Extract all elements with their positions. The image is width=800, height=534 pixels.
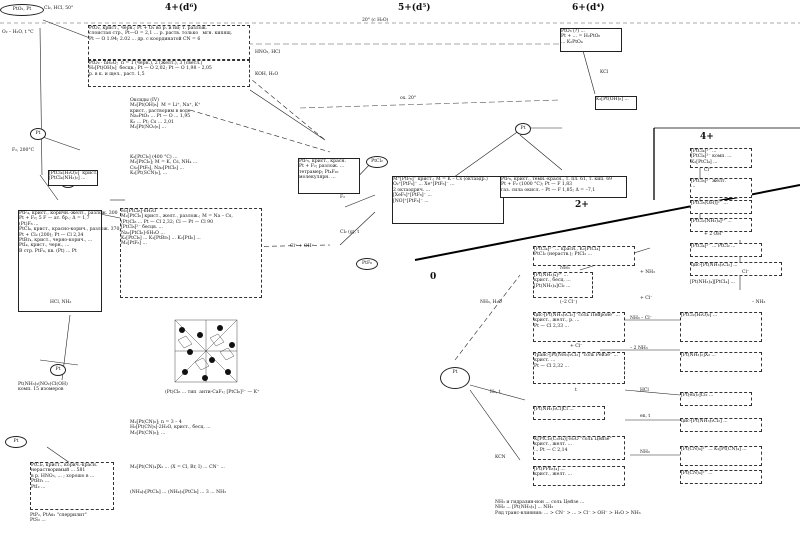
edge-label-2: O₂ – H₂O, t °C <box>2 30 34 35</box>
box-pt-nh3-2: [Pt(NH₃)₂]X₂ ... <box>680 352 762 372</box>
edge-label-13: NH₃ <box>560 266 570 271</box>
edge-label-26: NH₃, H₂O <box>480 300 502 305</box>
box-zeise: K[PtCl₃(C₂H₄)]·H₂O "соль Цейзе" крист., … <box>533 436 625 460</box>
box-k2ptoh6: K₂[Pt(OH)₆] ... <box>595 96 637 110</box>
header-ox6: 6+(d⁴) <box>572 3 605 13</box>
box-pt-nh3-cl: цис-[Pt(NH₃)₂Cl₂] ... <box>690 262 782 276</box>
bottom-left-note: Pt(NH₃)₂(NO₂)Cl(OH) комп. 15 изомеров <box>18 382 68 393</box>
box-pt-cn2: M₂[Pt(CN)₄]X₂ ... (X = Cl, Br, I) ... CN… <box>130 465 225 470</box>
edge-label-3: 20° (с H₂O) <box>362 18 389 23</box>
edge-label-28: – NH₃ <box>752 300 766 305</box>
edge-label-1: Cl₂, HCl, 50° <box>44 6 74 11</box>
box-trans: транс-[Pt(NH₃)₂Cl₂] "соль Рейзе" ... кри… <box>533 352 625 384</box>
box-pto3: PtO₃ (?) ... Pt + ... = H₂PtO₆ ... K₂PtO… <box>560 28 622 52</box>
box-cis-trans-note: цис-[Pt(NH₃)₂Cl₂] ... <box>680 418 762 432</box>
box-ptcl6-dash: [PtCl₆]²⁻ жёлт. ... <box>690 178 752 198</box>
header-ox2-right: 2+ <box>575 200 589 210</box>
box-right-bottom-cn: [Pt(CN)₄]²⁻ ... <box>680 470 762 484</box>
edge-label-5: KOH, H₂O <box>255 72 279 77</box>
node-ptf6: PtF₆ <box>356 258 378 270</box>
box-ptcl2: [PtCl₄]²⁻ ... красн., K₂[PtCl₄] PtCl₂ (н… <box>533 246 635 266</box>
box-ptcl-am: [PtCl₂(NH₃)₄]²⁺ ... <box>690 218 752 232</box>
box-pt-cn: M₂[Pt(CN)₆]; n = 3 – 4 H₂[Pt(CN)₆]·2H₂O,… <box>130 420 211 436</box>
box-ptf6: PtF₆, крист., темн.-красн., т. пл. 61, т… <box>500 176 627 198</box>
header-ox5: 5+(d⁵) <box>398 3 431 13</box>
box-pt-cn4: [Pt(CN)₄]²⁻ ... K₂[Pt(CN)₄] ... <box>680 446 762 466</box>
header-ox4: 4+(d⁶) <box>165 3 198 13</box>
box-ptcl4-left: [PtCl₄(H₂O)₂] крист. [PtCl₄(NH₃)₂] ... <box>48 170 98 186</box>
node-pt-center: Pt <box>515 123 531 135</box>
box-ptcl2-left: PtCl₂, крист., корич.-красн. нерастворим… <box>30 462 114 510</box>
node-pt-lower-left: Pt <box>50 364 66 376</box>
node-ptcl2: PtCl₂ <box>366 156 388 168</box>
magnus-salt: [Pt(NH₃)₄][PtCl₄] ... <box>690 280 736 285</box>
box-right-square: [PtCl₄]²⁻ ... PtCl₂ ... <box>690 243 762 257</box>
edge-label-12: KCl <box>600 70 609 75</box>
box-ptf4: PtF₄, крист., коричн.-желт., разлож. 300… <box>18 210 121 312</box>
node-pt-pto2: PtO₂, Pt <box>0 4 44 16</box>
edge-label-21: HCl <box>640 388 649 393</box>
edge-label-6: F₂, 200°C <box>12 148 35 153</box>
edge-label-7: F₂ <box>340 195 345 200</box>
edge-label-11: ox. 20° <box>400 96 417 101</box>
edge-label-23: NH₃ <box>640 450 650 455</box>
box-ptcl4-aq: [PtCl₄]²⁻ ... [PtCl₄]²⁻ комп. ... K₂[PtC… <box>690 148 752 168</box>
header-ox4-right: 4+ <box>700 132 714 142</box>
box-mptf6: M⁺[PtF₆]⁻ крист.; M = K – Cs (октаэдр.) … <box>392 176 504 224</box>
edge-label-10: Cl⁻ + OH⁻ <box>290 244 314 249</box>
ammine-note: (NH₄)₂[PtCl₆] ... (NH₄)₂[PtCl₆] ... 3 ..… <box>130 490 226 495</box>
box-ptcl-nh3-3: [Pt(NH₃)₃Cl]Cl ... <box>533 406 605 420</box>
edge-label-14: (–2 Cl⁻) <box>560 300 578 305</box>
box-h2ptcl6: H₂[PtCl₆]·6H₂O M₂[PtCl₆] крист., желт., … <box>120 208 262 298</box>
box-pten: [Pt(en)₂]Cl₂ ... <box>680 392 752 406</box>
node-pt-metal-right: Pt <box>440 367 470 389</box>
edge-label-29: + 2 OH⁻ <box>704 232 724 237</box>
header-ox0: 0 <box>430 272 437 282</box>
edge-label-22: en, t <box>640 414 651 419</box>
edge-label-24: KCN <box>495 455 506 460</box>
ptp2-note: PtP₂, PtAs₂ "сперрилит" PtS₂ ... <box>30 513 87 524</box>
edge-label-17: NH₃ – Cl⁻ <box>630 316 653 321</box>
edge-label-20: t <box>575 388 577 393</box>
edge-label-15: + NH₃ <box>640 270 655 275</box>
box-pt-pph3: [Pt(PPh₃)₄] ... крист., желт. ... <box>533 466 625 486</box>
box-hexachloro: K₂[PtCl₆] (400 °C) ... M₂[PtCl₆]; M = K,… <box>130 155 198 177</box>
crystal-note: (Pt)Cl₆ ... тип анти-CaF₂; [PtCl₆]²⁻ — K… <box>165 390 260 395</box>
edge-label-30: Cl⁻ <box>742 270 750 275</box>
edge-label-16: + Cl⁻ <box>640 296 653 301</box>
edge-label-4: HNO₃, HCl <box>255 50 281 55</box>
node-pt-bottom-left: Pt <box>5 436 27 448</box>
edge-label-18: – 2 NH₃ <box>630 346 648 351</box>
footnote: NH₃ и гидразин-ион ... соль Цейзе ... NH… <box>495 500 641 516</box>
node-pt-top-left: Pt <box>30 128 46 140</box>
edge-label-19: + Cl⁻ <box>570 344 583 349</box>
box-cis: цис-[Pt(NH₃)₂Cl₂] "соль Пейроне" ... кри… <box>533 312 625 342</box>
box-pt-nh3-4: [Pt(NH₃)₄]²⁺ ... крист., бесц. ... [Pt(N… <box>533 272 593 298</box>
edge-label-27: Cl⁻ <box>704 168 712 173</box>
edge-label-9: HCl, NH₃ <box>50 300 72 305</box>
box-right-square2: [PtCl₂(H₂O)₂] ... <box>680 312 762 342</box>
edge-label-25: H₂, t <box>490 390 501 395</box>
edge-label-8: Cl₂ (g), t <box>340 230 360 235</box>
box-ptf5: PtF₅, крист., красн. Pt + F₂; разлож. ..… <box>298 158 360 194</box>
box-ptclx: [PtCl₅(OH)]²⁻ ... <box>690 200 752 214</box>
box-compounds-center: Оксиды (IV) M₂[Pt(OH)₆] M = Li⁺, Na⁺, K⁺… <box>130 98 201 131</box>
box-pto2: PtO₂, крист., черн.; Pt + O₂ во р. и ни;… <box>88 25 250 60</box>
box-pto2-hydrate: PtO₂ · nH₂O; n = 1 (черн.), 2 (желт.), 3… <box>88 60 250 87</box>
